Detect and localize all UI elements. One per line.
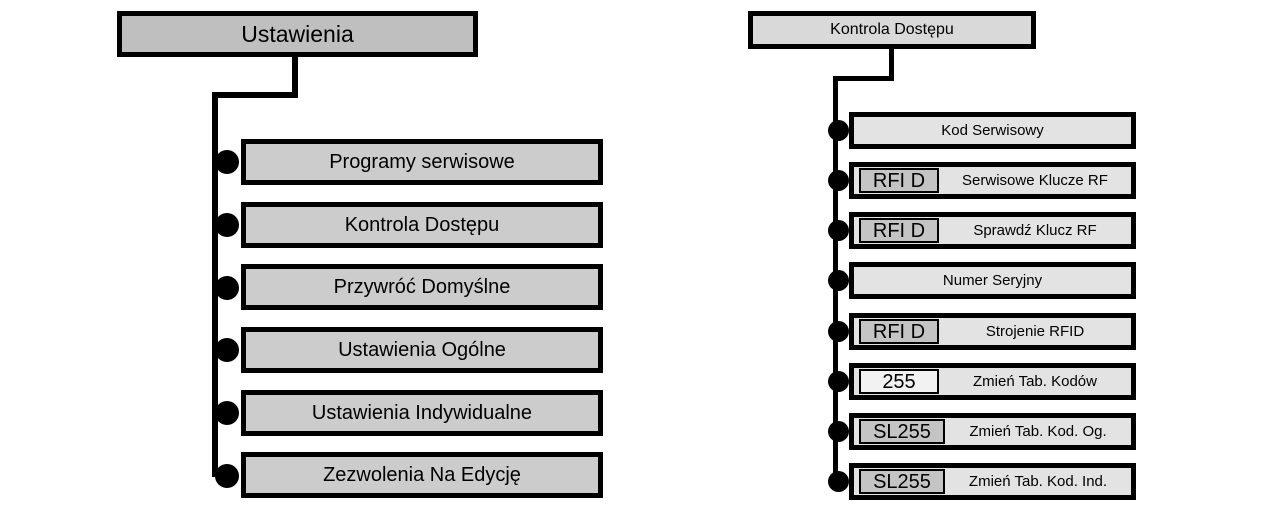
left-tree-title[interactable]: Ustawienia xyxy=(117,11,478,57)
sl255-badge-icon: SL255 xyxy=(859,469,945,494)
left-bullet-4 xyxy=(215,338,239,362)
right-bullet-5 xyxy=(828,321,849,342)
right-item-label: Zmień Tab. Kod. Ind. xyxy=(968,473,1108,490)
left-connector-elbow xyxy=(212,92,298,98)
left-menu-item-kontrola-dostepu[interactable]: Kontrola Dostępu xyxy=(241,202,603,248)
right-menu-item-zmien-tab-kod-og[interactable]: SL255 Zmień Tab. Kod. Og. xyxy=(849,413,1136,450)
right-tree-title[interactable]: Kontrola Dostępu xyxy=(748,11,1036,49)
right-bullet-1 xyxy=(828,120,849,141)
right-item-label: Zmień Tab. Kodów xyxy=(973,373,1097,390)
left-menu-item-ustawienia-ogolne[interactable]: Ustawienia Ogólne xyxy=(241,327,603,373)
right-menu-item-zmien-tab-kod-ind[interactable]: SL255 Zmień Tab. Kod. Ind. xyxy=(849,463,1136,500)
right-item-label: Sprawdź Klucz RF xyxy=(973,222,1097,239)
right-connector-elbow xyxy=(833,76,894,81)
right-menu-item-sprawdz-klucz-rf[interactable]: RFI D Sprawdź Klucz RF xyxy=(849,212,1136,249)
right-menu-item-strojenie-rfid[interactable]: RFI D Strojenie RFID xyxy=(849,313,1136,350)
right-item-label: Kod Serwisowy xyxy=(941,122,1044,139)
right-bullet-8 xyxy=(828,471,849,492)
right-bullet-7 xyxy=(828,421,849,442)
left-menu-item-przywroc-domyslne[interactable]: Przywróć Domyślne xyxy=(241,264,603,310)
right-menu-item-kod-serwisowy[interactable]: Kod Serwisowy xyxy=(849,112,1136,149)
right-bullet-3 xyxy=(828,220,849,241)
rfid-badge-icon: RFI D xyxy=(859,218,939,243)
left-bullet-6 xyxy=(215,464,239,488)
right-item-label: Zmień Tab. Kod. Og. xyxy=(969,423,1107,440)
left-bullet-5 xyxy=(215,401,239,425)
left-bullet-2 xyxy=(215,213,239,237)
left-item-label: Ustawienia Indywidualne xyxy=(311,401,533,424)
rfid-badge-icon: RFI D xyxy=(859,168,939,193)
right-bullet-4 xyxy=(828,270,849,291)
sl255-badge-icon: SL255 xyxy=(859,419,945,444)
right-connector-drop xyxy=(889,48,894,81)
right-menu-item-serwisowe-klucze-rf[interactable]: RFI D Serwisowe Klucze RF xyxy=(849,162,1136,199)
count-255-badge-icon: 255 xyxy=(859,369,939,394)
rfid-badge-icon: RFI D xyxy=(859,319,939,344)
right-bullet-2 xyxy=(828,170,849,191)
left-item-label: Programy serwisowe xyxy=(329,150,515,173)
left-bullet-3 xyxy=(215,276,239,300)
right-bullet-6 xyxy=(828,371,849,392)
left-menu-item-ustawienia-indywidualne[interactable]: Ustawienia Indywidualne xyxy=(241,390,603,436)
right-menu-item-numer-seryjny[interactable]: Numer Seryjny xyxy=(849,262,1136,299)
left-menu-item-programy-serwisowe[interactable]: Programy serwisowe xyxy=(241,139,603,185)
left-item-label: Przywróć Domyślne xyxy=(333,275,511,298)
left-menu-item-zezwolenia-na-edycje[interactable]: Zezwolenia Na Edycję xyxy=(241,452,603,498)
right-item-label: Serwisowe Klucze RF xyxy=(962,172,1108,189)
right-item-label: Strojenie RFID xyxy=(985,323,1085,340)
left-item-label: Zezwolenia Na Edycję xyxy=(323,463,521,486)
left-item-label: Ustawienia Ogólne xyxy=(338,338,506,361)
left-item-label: Kontrola Dostępu xyxy=(344,213,500,236)
left-bullet-1 xyxy=(215,150,239,174)
right-item-label: Numer Seryjny xyxy=(942,272,1043,289)
left-connector-drop xyxy=(292,56,298,98)
right-menu-item-zmien-tab-kodow[interactable]: 255 Zmień Tab. Kodów xyxy=(849,363,1136,400)
